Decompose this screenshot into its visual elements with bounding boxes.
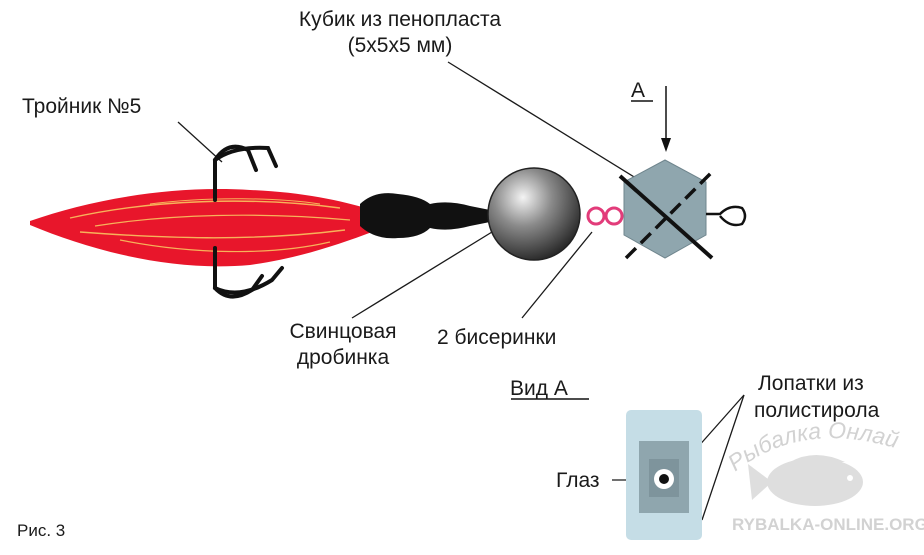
figure-caption: Рис. 3: [17, 521, 65, 540]
leader-foam-cube: [447, 61, 653, 189]
leader-blade-top: [696, 394, 745, 449]
label-treble-hook: Тройник №5: [22, 95, 141, 118]
fish-watermark-icon: [748, 455, 863, 506]
watermark-url: RYBALKA-ONLINE.ORG: [732, 515, 924, 534]
label-blades-2: полистирола: [754, 399, 880, 422]
thread-wrapping: [360, 193, 490, 239]
label-lead-shot-2: дробинка: [297, 346, 390, 369]
eye-icon: [654, 469, 674, 489]
label-two-beads: 2 бисеринки: [437, 326, 556, 349]
label-view-title: Вид А: [510, 377, 568, 400]
label-foam-cube-size: (5х5х5 мм): [348, 34, 453, 57]
lead-shot: [487, 167, 581, 261]
leader-blade-bottom: [701, 394, 745, 521]
label-view-marker: А: [631, 79, 645, 102]
label-lead-shot-1: Свинцовая: [289, 320, 396, 343]
view-a-detail: [626, 410, 702, 540]
view-arrow-head: [661, 138, 671, 152]
leader-lead-shot: [351, 231, 493, 319]
treble-hook-icon: [213, 144, 284, 299]
swivel-loop-icon: [706, 205, 747, 227]
watermark: Рыбалка Онлайн RYBALKA-ONLINE.ORG: [0, 0, 924, 534]
leader-beads: [521, 231, 593, 319]
leader-treble-hook: [177, 121, 223, 163]
beads: [586, 206, 624, 226]
label-blades-1: Лопатки из: [758, 372, 864, 395]
foam-cube: [618, 159, 747, 260]
label-foam-cube: Кубик из пенопласта: [299, 8, 501, 31]
label-eye: Глаз: [556, 469, 600, 492]
lure-tail: [30, 189, 372, 267]
